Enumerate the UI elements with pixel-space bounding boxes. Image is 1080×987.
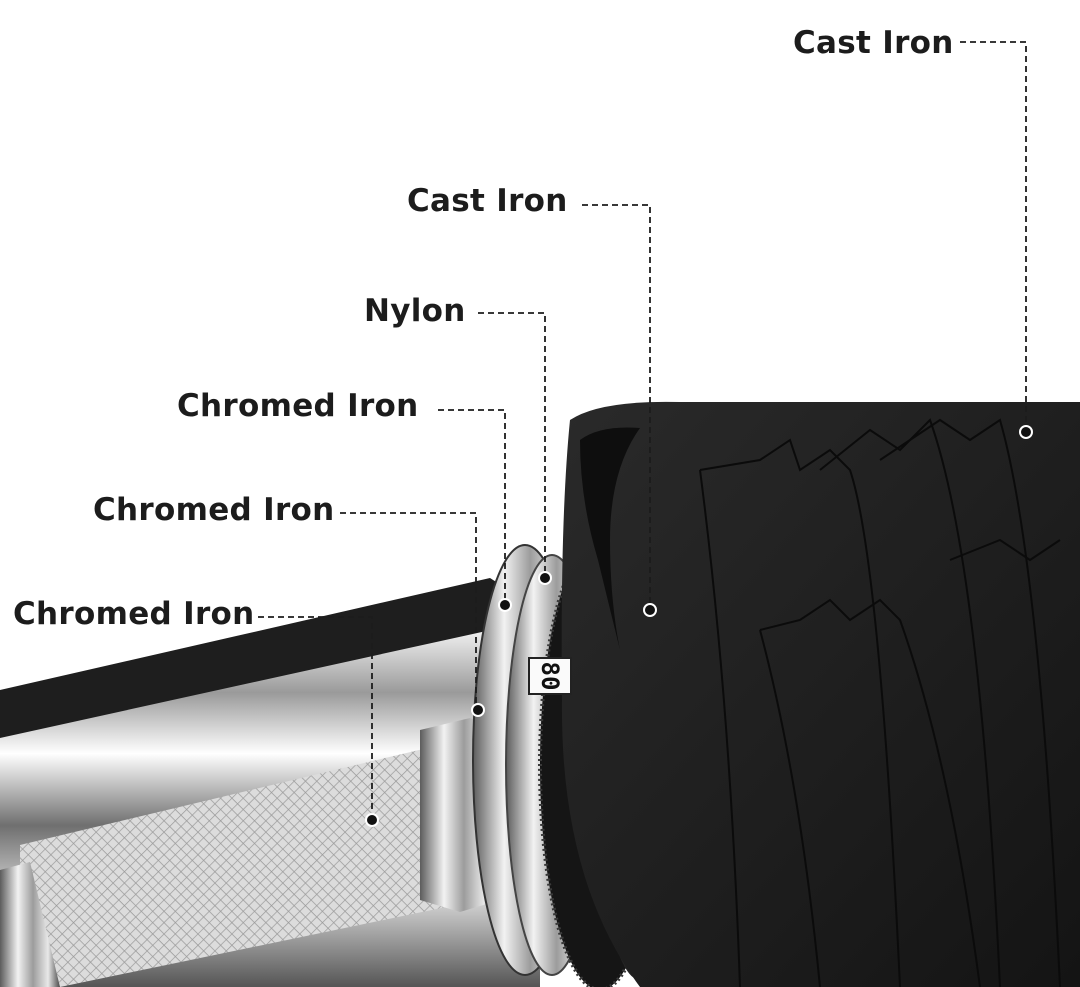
- callout-dots: [365, 425, 1033, 827]
- weight-marker-label: 80: [528, 657, 572, 695]
- callout-label-chromed-iron-collar: Chromed Iron: [93, 492, 335, 528]
- callout-dot-4: [498, 598, 512, 612]
- callout-dot-6: [365, 813, 379, 827]
- callout-label-cast-iron-outer: Cast Iron: [793, 25, 954, 61]
- callout-label-chromed-iron-handle: Chromed Iron: [13, 596, 255, 632]
- callout-label-nylon: Nylon: [364, 293, 466, 329]
- leader-line-3: [478, 312, 546, 578]
- callout-label-cast-iron-inner: Cast Iron: [407, 183, 568, 219]
- leader-line-1: [960, 41, 1027, 432]
- leader-line-6: [258, 616, 373, 820]
- leader-line-2: [582, 204, 651, 610]
- callout-dot-1: [1019, 425, 1033, 439]
- callout-dot-3: [538, 571, 552, 585]
- callout-dot-5: [471, 703, 485, 717]
- leader-line-4: [438, 409, 506, 605]
- callout-leaders: [258, 41, 1027, 820]
- callout-label-chromed-iron-ring: Chromed Iron: [177, 388, 419, 424]
- leader-line-5: [340, 512, 477, 708]
- weight-plates: [561, 401, 1080, 987]
- callout-dot-2: [643, 603, 657, 617]
